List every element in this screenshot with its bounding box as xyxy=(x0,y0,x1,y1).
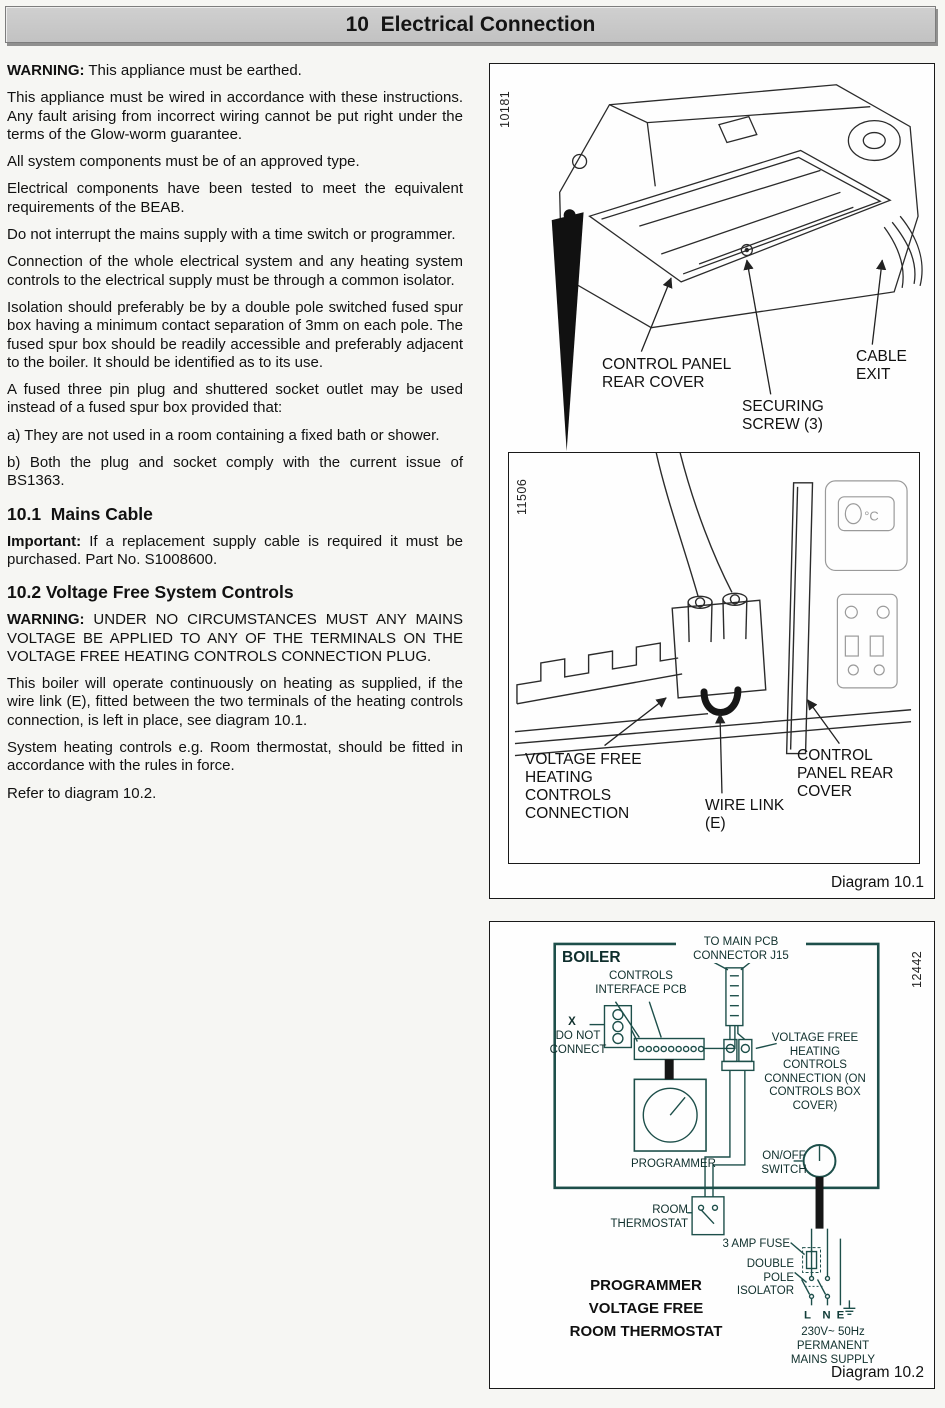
label-x: X xyxy=(568,1016,576,1028)
paragraph-warning-earthed: WARNING: This appliance must be earthed. xyxy=(7,62,463,80)
control-panel-isometric-art xyxy=(551,84,923,452)
paragraph-wiring: This appliance must be wired in accordan… xyxy=(7,89,463,143)
label-do-not-connect: DO NOT CONNECT xyxy=(549,1030,607,1056)
bold-voltage-free: VOLTAGE FREE xyxy=(588,1300,704,1317)
label-controls-interface-pcb: CONTROLS INTERFACE PCB xyxy=(595,970,687,996)
label-on-off-switch: ON/OFF SWITCH xyxy=(761,1150,807,1176)
degrees-glyph: °C xyxy=(864,509,879,524)
warning2-text: UNDER NO CIRCUMSTANCES MUST ANY MAINS VO… xyxy=(7,611,463,665)
leader-arrows xyxy=(640,259,887,395)
paragraph-approved-type: All system components must be of an appr… xyxy=(7,153,360,171)
terminal-n-label: N xyxy=(822,1309,830,1321)
label-programmer-small: PROGRAMMER xyxy=(631,1158,716,1170)
paragraph-wire-link: This boiler will operate continuously on… xyxy=(7,675,463,729)
paragraph-mains-cable: Important: If a replacement supply cable… xyxy=(7,533,463,570)
lne-terminal-labels: L N E xyxy=(804,1309,845,1321)
label-wire-link: WIRE LINK (E) xyxy=(705,797,785,832)
terminal-linework xyxy=(514,453,912,757)
label-room-thermostat: ROOM THERMOSTAT xyxy=(610,1204,688,1230)
terminal-l-label: L xyxy=(804,1309,811,1321)
bold-room-thermostat: ROOM THERMOSTAT xyxy=(569,1323,723,1340)
label-voltage-free-connection: VOLTAGE FREE HEATING CONTROLS CONNECTION xyxy=(525,751,642,822)
label-vf-connection: VOLTAGE FREE HEATING CONTROLS CONNECTION… xyxy=(764,1032,866,1112)
label-control-panel-rear-cover-inner: CONTROL PANEL REAR COVER xyxy=(797,747,894,800)
warning2-lead: WARNING: xyxy=(7,611,85,629)
important-text: If a replacement supply cable is require… xyxy=(7,532,463,568)
heading-10-2: 10.2 Voltage Free System Controls xyxy=(7,582,294,603)
zoom-wedge xyxy=(551,212,584,452)
detail-leader-arrows xyxy=(604,697,840,794)
label-to-main-pcb: TO MAIN PCB CONNECTOR J15 xyxy=(676,936,806,964)
boiler-underside-outline xyxy=(559,84,923,329)
label-securing-screw: SECURING SCREW (3) xyxy=(742,398,824,433)
label-double-pole-isolator: DOUBLE POLE ISOLATOR xyxy=(736,1258,794,1298)
diagram-10-1-caption: Diagram 10.1 xyxy=(830,874,924,891)
rear-cover-moulding xyxy=(824,480,908,689)
body-text-column: WARNING: This appliance must be earthed.… xyxy=(7,62,463,812)
thick-cables xyxy=(664,1059,824,1229)
label-230v-50hz: 230V~ 50Hz xyxy=(801,1326,865,1338)
diagram-10-1-box: 10181 xyxy=(489,63,935,899)
paragraph-three-pin-plug: A fused three pin plug and shuttered soc… xyxy=(7,381,463,417)
terminal-detail-box: 11506 xyxy=(508,452,920,864)
wiring-schematic-art: L N E xyxy=(553,942,880,1321)
paragraph-item-b: b) Both the plug and socket comply with … xyxy=(7,454,463,490)
section-header: 10 Electrical Connection xyxy=(5,6,936,43)
label-control-panel-rear-cover: CONTROL PANEL REAR COVER xyxy=(602,356,731,391)
wire-link-art xyxy=(700,686,742,716)
important-lead: Important: xyxy=(7,532,82,550)
paragraph-system-controls: System heating controls e.g. Room thermo… xyxy=(7,739,463,775)
bold-programmer: PROGRAMMER xyxy=(590,1277,702,1294)
paragraph-beab: Electrical components have been tested t… xyxy=(7,180,463,216)
section-title: 10 Electrical Connection xyxy=(345,12,596,36)
terminal-detail-art: °C xyxy=(514,453,912,794)
warning-lead: WARNING: xyxy=(7,62,85,79)
paragraph-refer: Refer to diagram 10.2. xyxy=(7,784,157,802)
label-boiler: BOILER xyxy=(562,949,621,966)
label-permanent-mains-supply: PERMANENT MAINS SUPPLY xyxy=(790,1340,876,1366)
diagram-10-2-caption: Diagram 10.2 xyxy=(830,1364,924,1381)
paragraph-no-interrupt: Do not interrupt the mains supply with a… xyxy=(7,226,456,244)
paragraph-isolation: Isolation should preferably be by a doub… xyxy=(7,298,463,371)
warning-text: This appliance must be earthed. xyxy=(84,62,302,79)
diagram-10-2-box: 12442 xyxy=(489,921,935,1389)
label-3-amp-fuse: 3 AMP FUSE xyxy=(722,1238,790,1250)
schematic-linework xyxy=(553,942,880,1315)
external-controls-list: PROGRAMMER VOLTAGE FREE ROOM THERMOSTAT xyxy=(566,1274,726,1343)
terminal-e-label: E xyxy=(837,1309,845,1321)
paragraph-item-a: a) They are not used in a room containin… xyxy=(7,426,440,444)
heading-10-1: 10.1 Mains Cable xyxy=(7,503,153,524)
paragraph-common-isolator: Connection of the whole electrical syste… xyxy=(7,253,463,289)
label-cable-exit: CABLE EXIT xyxy=(856,348,907,383)
paragraph-warning-voltage: WARNING: UNDER NO CIRCUMSTANCES MUST ANY… xyxy=(7,611,463,666)
